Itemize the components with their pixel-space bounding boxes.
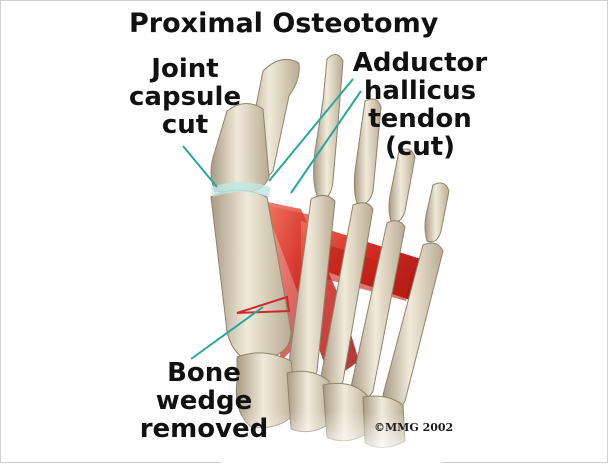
copyright-notice: ©MMG 2002	[374, 421, 453, 434]
bone-wedge-label-line-2: wedge	[139, 387, 269, 415]
adductor-label-line-4: (cut)	[345, 133, 495, 161]
joint-capsule-label-line-2: capsule	[129, 83, 241, 111]
adductor-tendon-label: Adductor hallicus tendon (cut)	[345, 49, 495, 161]
bone-wedge-label-line-3: removed	[139, 415, 269, 443]
joint-capsule-label: Joint capsule cut	[129, 55, 241, 139]
diagram-title: Proximal Osteotomy	[129, 9, 438, 38]
joint-capsule-label-line-3: cut	[129, 111, 241, 139]
joint-capsule-label-line-1: Joint	[129, 55, 241, 83]
bone-wedge-label: Bone wedge removed	[139, 359, 269, 443]
adductor-label-line-2: hallicus	[345, 77, 495, 105]
adductor-label-line-1: Adductor	[345, 49, 495, 77]
adductor-label-line-3: tendon	[345, 105, 495, 133]
bone-wedge-label-line-1: Bone	[139, 359, 269, 387]
